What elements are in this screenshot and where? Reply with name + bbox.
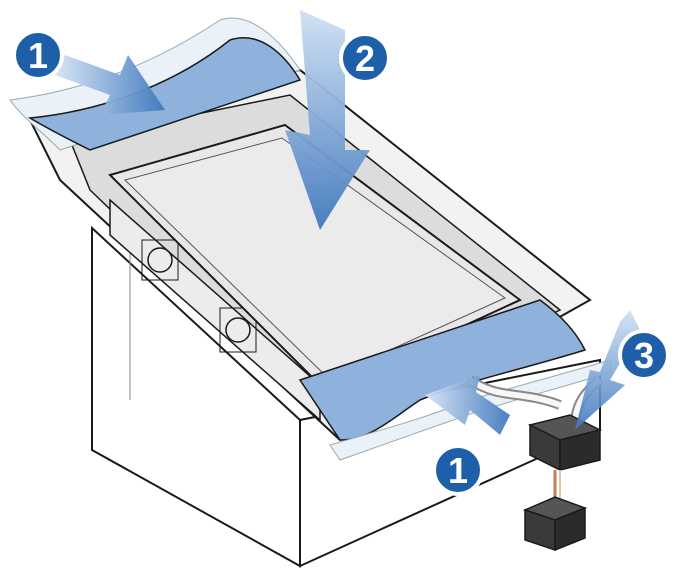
step-label: 1 — [448, 450, 468, 491]
cable-connector-lower — [522, 496, 588, 552]
step-badge-2: 2 — [339, 32, 391, 84]
cable-wire — [553, 470, 561, 498]
step-label: 3 — [634, 335, 654, 376]
drive-module — [108, 123, 522, 392]
arrow-step-1-bottom — [425, 375, 510, 435]
step-badge-3: 3 — [618, 329, 670, 381]
step-badge-1-bottom: 1 — [432, 444, 484, 496]
step-badge-1-top: 1 — [12, 29, 64, 81]
arrow-step-2 — [285, 10, 370, 230]
step-label: 2 — [355, 38, 375, 79]
step-label: 1 — [28, 35, 48, 76]
arrow-step-1-top — [55, 55, 165, 115]
